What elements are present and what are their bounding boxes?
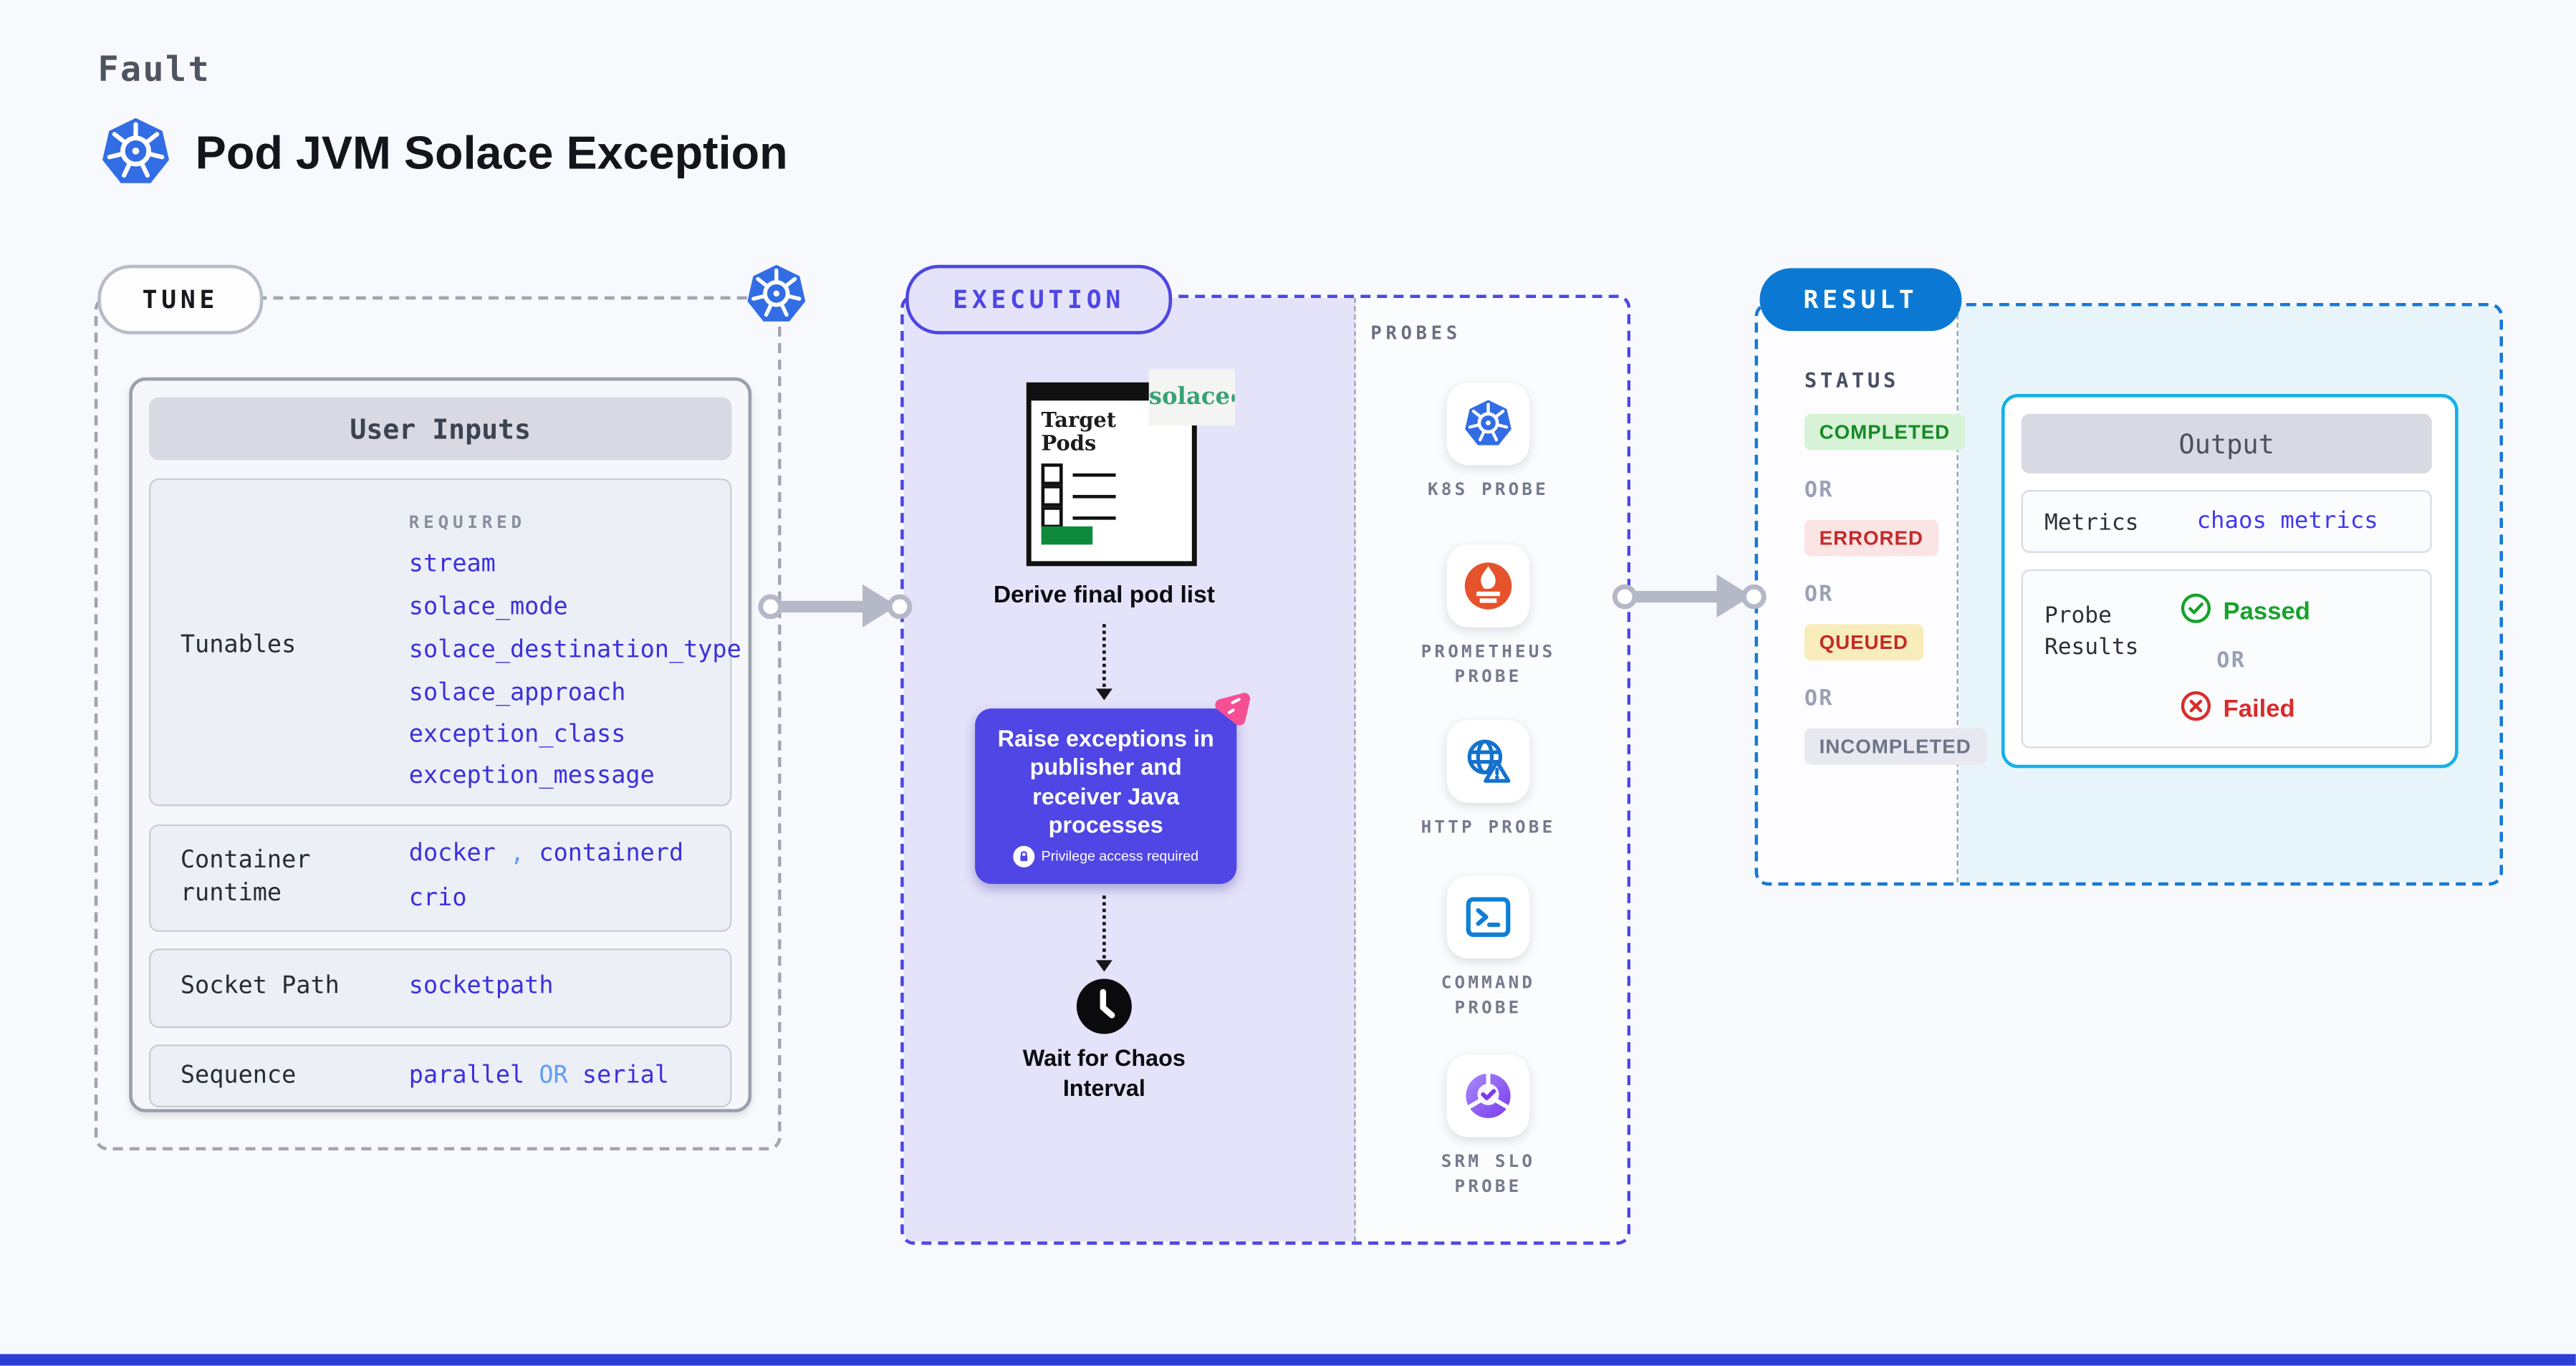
user-inputs-card: User Inputs Tunables REQUIRED stream sol…: [129, 377, 752, 1112]
or-separator: OR: [1804, 687, 1834, 712]
privilege-label: Privilege access required: [1041, 847, 1199, 865]
sequence-values: parallel OR serial: [408, 1062, 670, 1090]
pod-checkbox-row: [1041, 463, 1116, 486]
sequence-row: Sequence parallel OR serial: [148, 1044, 732, 1107]
probe-label: SRM SLO PROBE: [1441, 1152, 1536, 1197]
k8s-probe-icon: [1446, 382, 1530, 466]
container-runtime-value: crio: [408, 885, 467, 913]
clock-icon: [1071, 973, 1137, 1039]
probe-item-http: HTTP PROBE: [1352, 720, 1624, 840]
passed-label: Passed: [2223, 597, 2310, 626]
http-probe-icon: [1446, 720, 1530, 803]
probe-results-label: Probe Results: [2044, 602, 2139, 660]
output-panel: Output Metrics chaos metrics Probe Resul…: [2001, 393, 2459, 769]
tunables-row: Tunables REQUIRED stream solace_mode sol…: [148, 478, 741, 807]
tune-to-execution-arrow: [758, 584, 913, 627]
kubernetes-icon: [744, 261, 809, 327]
failed-label: Failed: [2223, 695, 2295, 723]
lock-icon: [1013, 845, 1035, 867]
tune-pill: TUNE: [97, 264, 264, 335]
check-circle-icon: [2180, 592, 2211, 630]
probes-header: PROBES: [1370, 322, 1461, 345]
raise-exceptions-step: Raise exceptions in publisher and receiv…: [975, 708, 1237, 885]
tunable-value: solace_approach: [408, 680, 626, 707]
tunable-value: solace_destination_type: [408, 637, 741, 664]
command-probe-icon: [1446, 875, 1530, 959]
tune-section: [94, 296, 782, 1151]
probe-item-k8s: K8S PROBE: [1352, 382, 1624, 503]
or-separator: OR: [2216, 648, 2246, 674]
socket-path-label: Socket Path: [180, 973, 340, 1000]
failed-row: Failed: [2180, 691, 2295, 728]
probe-item-srm-slo: SRM SLO PROBE: [1352, 1054, 1624, 1199]
status-header: STATUS: [1804, 367, 1899, 393]
green-button: [1041, 526, 1093, 545]
tunable-value: stream: [408, 551, 496, 578]
probe-label: COMMAND PROBE: [1441, 973, 1536, 1018]
required-label: REQUIRED: [408, 513, 526, 534]
or-separator: OR: [1804, 582, 1834, 608]
execution-pill: EXECUTION: [905, 264, 1173, 335]
metrics-label: Metrics: [2044, 509, 2139, 537]
chaos-icon: [1210, 688, 1253, 731]
wait-chaos-interval-label: Wait for Chaos Interval: [1022, 1044, 1186, 1100]
arrowhead: [1095, 960, 1112, 972]
probes-divider: [1354, 297, 1356, 1242]
bottom-accent-bar: [0, 1354, 2576, 1366]
socket-path-value: socketpath: [408, 973, 554, 1000]
srm-slo-probe-icon: [1446, 1054, 1530, 1137]
tunable-value: exception_class: [408, 721, 626, 749]
or-separator: OR: [1804, 478, 1834, 504]
metrics-row: Metrics chaos metrics: [2021, 490, 2432, 553]
result-divider: [1956, 306, 1959, 882]
flow-connector: [1102, 895, 1106, 959]
derive-pod-list-label: Derive final pod list: [993, 582, 1215, 610]
container-runtime-label: Container runtime: [180, 847, 311, 907]
probe-label: PROMETHEUS PROBE: [1421, 642, 1556, 687]
tunable-value: solace_mode: [408, 594, 568, 621]
status-badge-queued: QUEUED: [1804, 624, 1923, 661]
raise-exceptions-label: Raise exceptions in publisher and receiv…: [997, 725, 1214, 837]
tunables-label: Tunables: [180, 632, 297, 659]
result-pill: RESULT: [1759, 268, 1962, 332]
probe-label: HTTP PROBE: [1421, 817, 1556, 838]
output-header: Output: [2021, 413, 2432, 473]
socket-path-row: Socket Path socketpath: [148, 948, 732, 1029]
container-runtime-values: docker , containerd: [408, 840, 684, 867]
page-title: Pod JVM Solace Exception: [195, 127, 788, 179]
status-badge-errored: ERRORED: [1804, 519, 1938, 557]
fault-kicker: Fault: [97, 49, 211, 90]
prometheus-probe-icon: [1446, 544, 1530, 627]
status-area: [1758, 306, 1959, 882]
pod-checkbox-row: [1041, 485, 1116, 507]
pod-checkbox-row: [1041, 506, 1116, 529]
arrowhead: [1095, 688, 1112, 701]
execution-to-result-arrow: [1612, 574, 1767, 617]
container-runtime-row: Container runtime docker , containerd cr…: [148, 824, 732, 933]
probe-label: K8S PROBE: [1428, 480, 1549, 500]
status-badge-incompleted: INCOMPLETED: [1804, 728, 1986, 765]
passed-row: Passed: [2180, 592, 2310, 630]
kubernetes-icon: [97, 114, 173, 190]
probe-results-row: Probe Results Passed OR F: [2021, 569, 2432, 749]
probe-item-command: COMMAND PROBE: [1352, 875, 1624, 1020]
window-titlebar: [1029, 385, 1184, 401]
probe-item-prometheus: PROMETHEUS PROBE: [1352, 544, 1624, 689]
target-pods-label: Target Pods: [1041, 407, 1117, 456]
flow-connector: [1102, 624, 1106, 688]
user-inputs-header: User Inputs: [148, 397, 732, 461]
status-badge-completed: COMPLETED: [1804, 413, 1965, 451]
sequence-label: Sequence: [180, 1062, 297, 1090]
solace-logo: solace: [1148, 369, 1235, 425]
tunable-value: exception_message: [408, 763, 655, 790]
x-circle-icon: [2180, 691, 2211, 728]
metrics-value: chaos metrics: [2196, 508, 2378, 535]
privilege-row: Privilege access required: [1013, 845, 1198, 867]
